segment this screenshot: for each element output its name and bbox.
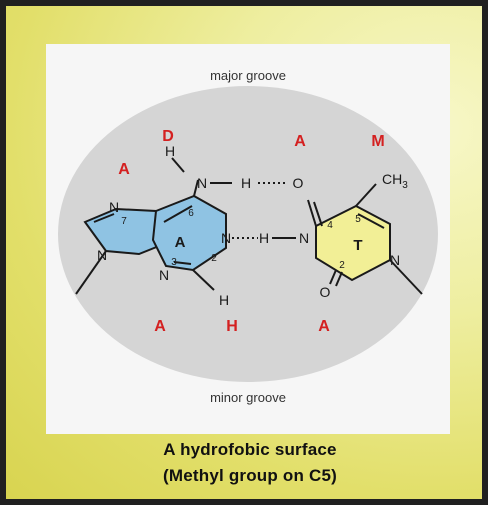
thymine-ring-label: T: [353, 237, 362, 254]
major-letter-d: D: [162, 128, 174, 145]
thymine-o2: O: [320, 284, 331, 300]
adenine-n1: N: [221, 230, 231, 246]
major-letter-a1: A: [118, 161, 130, 178]
adenine-n7: N: [109, 199, 119, 215]
groove-ellipse: [58, 86, 438, 382]
hbond-top-h: H: [241, 175, 251, 191]
thymine-n3: N: [299, 230, 309, 246]
caption-line-2: (Methyl group on C5): [163, 466, 337, 485]
adenine-amino-h: H: [165, 143, 175, 159]
adenine-num-2: 2: [211, 253, 217, 264]
thymine-ch3: CH3: [382, 171, 408, 191]
thymine-num-2: 2: [339, 260, 345, 271]
major-letter-a2: A: [294, 133, 306, 150]
adenine-num-3: 3: [171, 257, 177, 268]
minor-letter-a1: A: [154, 318, 166, 335]
thymine-num-4: 4: [327, 220, 333, 231]
adenine-amino-n: N: [197, 175, 207, 191]
adenine-num-6: 6: [188, 208, 194, 219]
minor-letter-h: H: [226, 318, 238, 335]
base-pair-diagram: major groove minor groove D A A M A H A …: [58, 68, 438, 405]
hbond-middle-h: H: [259, 230, 269, 246]
adenine-c2-h: H: [219, 292, 229, 308]
thymine-o4: O: [293, 175, 304, 191]
adenine-ring-label: A: [175, 234, 186, 251]
adenine-n3: N: [159, 267, 169, 283]
adenine-n9: N: [97, 247, 107, 263]
major-groove-label: major groove: [210, 68, 286, 83]
major-letter-m: M: [371, 133, 384, 150]
thymine-num-5: 5: [355, 214, 361, 225]
adenine-num-7: 7: [121, 216, 127, 227]
minor-groove-label: minor groove: [210, 390, 286, 405]
thymine-n1: N: [390, 252, 400, 268]
adenine-six-ring: [151, 194, 227, 272]
diagram-panel: major groove minor groove D A A M A H A …: [46, 44, 450, 434]
minor-letter-a2: A: [318, 318, 330, 335]
caption-line-1: A hydrofobic surface: [163, 440, 337, 459]
